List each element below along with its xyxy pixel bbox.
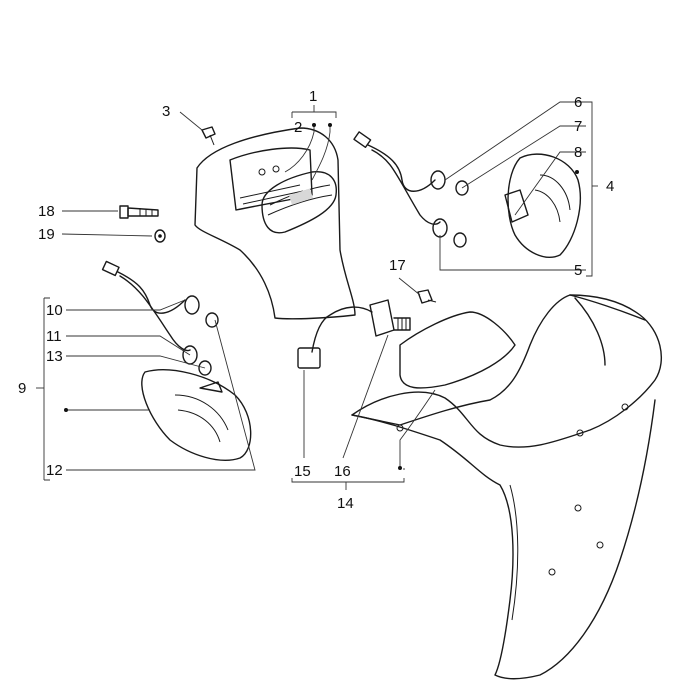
leader-lines — [36, 101, 598, 490]
bolt-18 — [119, 205, 159, 219]
callout-4: 4 — [606, 178, 614, 195]
callout-9: 9 — [18, 380, 26, 397]
right-bulbs — [453, 180, 469, 248]
callout-5: 5 — [574, 262, 582, 279]
plate-lamp-wiring — [297, 299, 411, 369]
callout-6: 6 — [574, 94, 582, 111]
callout-13: 13 — [46, 348, 63, 365]
callout-15: 15 — [294, 463, 311, 480]
callout-labels: 1 2 3 4 5 6 7 8 9 10 11 12 13 14 15 16 1… — [18, 88, 614, 512]
callout-3: 3 — [162, 103, 170, 120]
leader-dots — [64, 123, 579, 470]
callout-18: 18 — [38, 203, 55, 220]
callout-8: 8 — [574, 144, 582, 161]
callout-2: 2 — [294, 119, 302, 136]
left-bulbs — [198, 312, 219, 376]
callout-16: 16 — [334, 463, 351, 480]
callout-1: 1 — [309, 88, 317, 105]
rear-mudguard — [351, 294, 663, 680]
callout-14: 14 — [337, 495, 354, 512]
callout-11: 11 — [46, 328, 62, 345]
callout-7: 7 — [574, 118, 582, 135]
callout-17: 17 — [389, 257, 406, 274]
washer-19 — [154, 229, 166, 243]
callout-12: 12 — [46, 462, 63, 479]
callout-19: 19 — [38, 226, 55, 243]
reflector — [399, 311, 516, 389]
tail-light-lens-inner — [261, 171, 337, 234]
screw-17 — [417, 289, 437, 304]
screw-3 — [201, 126, 216, 146]
left-turn-signal-lens — [141, 369, 252, 461]
right-turn-signal-wiring — [353, 131, 448, 238]
tail-light-housing — [194, 127, 356, 320]
callout-10: 10 — [46, 302, 63, 319]
left-turn-signal-wiring — [101, 260, 200, 365]
right-turn-signal-lens — [504, 153, 581, 258]
